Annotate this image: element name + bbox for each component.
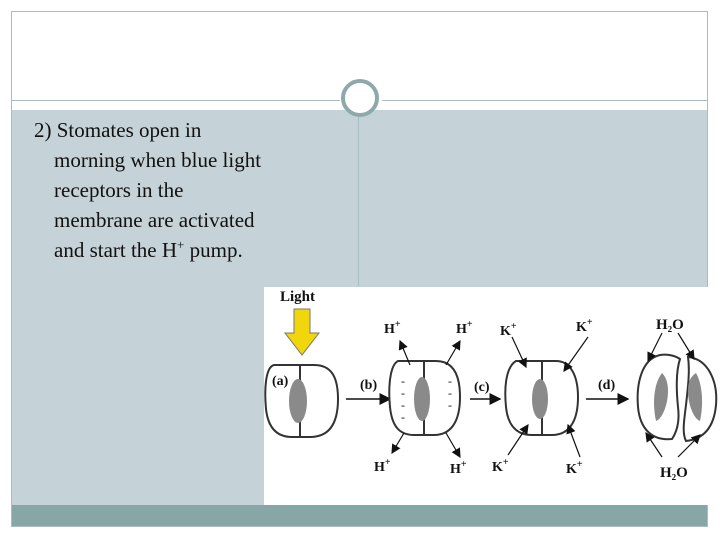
k-ion-bottom-right: K+ [566,459,583,477]
decorative-circle [341,79,379,117]
water-label-top: H₂O [656,317,684,333]
stage-b-label: (b) [360,378,377,393]
svg-text:-: - [448,374,452,388]
svg-text:-: - [448,386,452,400]
k-ion-top-right: K+ [576,317,593,335]
stage-d-label: (d) [598,378,615,393]
svg-text:-: - [401,386,405,400]
svg-text:-: - [401,410,405,424]
stage-c-label: (c) [474,380,490,395]
stomata-diagram-svg: Light (a) (b) - - - - - - [264,289,718,481]
header-rule-right [382,100,707,101]
text-line-1: 2) Stomates open in [34,118,202,142]
text-line-5: and start the H+ pump. [34,235,354,265]
text-line-4: membrane are activated [54,208,255,232]
stomate-b: - - - - - - - [388,360,462,436]
k-ion-bottom-left: K+ [492,457,509,475]
stage-a-label: (a) [272,374,289,389]
stomate-c [504,360,580,436]
water-label-bottom: H₂O [660,465,688,481]
footer-bar [12,505,707,526]
h-ion-bottom-right: H+ [450,459,467,477]
stomate-a [264,364,340,438]
column-divider [358,110,359,286]
svg-text:-: - [448,398,452,412]
h-ion-top-left: H+ [384,319,401,337]
slide-border [11,11,708,527]
text-line-5-pre: and start the H [54,238,178,262]
svg-text:-: - [401,398,405,412]
text-line-5-sup: + [177,237,185,252]
text-line-2: morning when blue light [54,148,262,172]
h-ion-bottom-left: H+ [374,457,391,475]
svg-text:-: - [401,374,405,388]
stomata-diagram: Light (a) (b) - - - - - - [264,287,720,505]
stomate-d [636,353,718,443]
text-line-5-post: pump. [184,238,243,262]
body-text: 2) Stomates open in morning when blue li… [34,115,354,265]
text-line-3: receptors in the [54,178,184,202]
light-label: Light [280,289,315,305]
header-rule-left [12,100,340,101]
light-arrow-icon [283,308,321,356]
h-ion-top-right: H+ [456,319,473,337]
k-ion-top-left: K+ [500,321,517,339]
